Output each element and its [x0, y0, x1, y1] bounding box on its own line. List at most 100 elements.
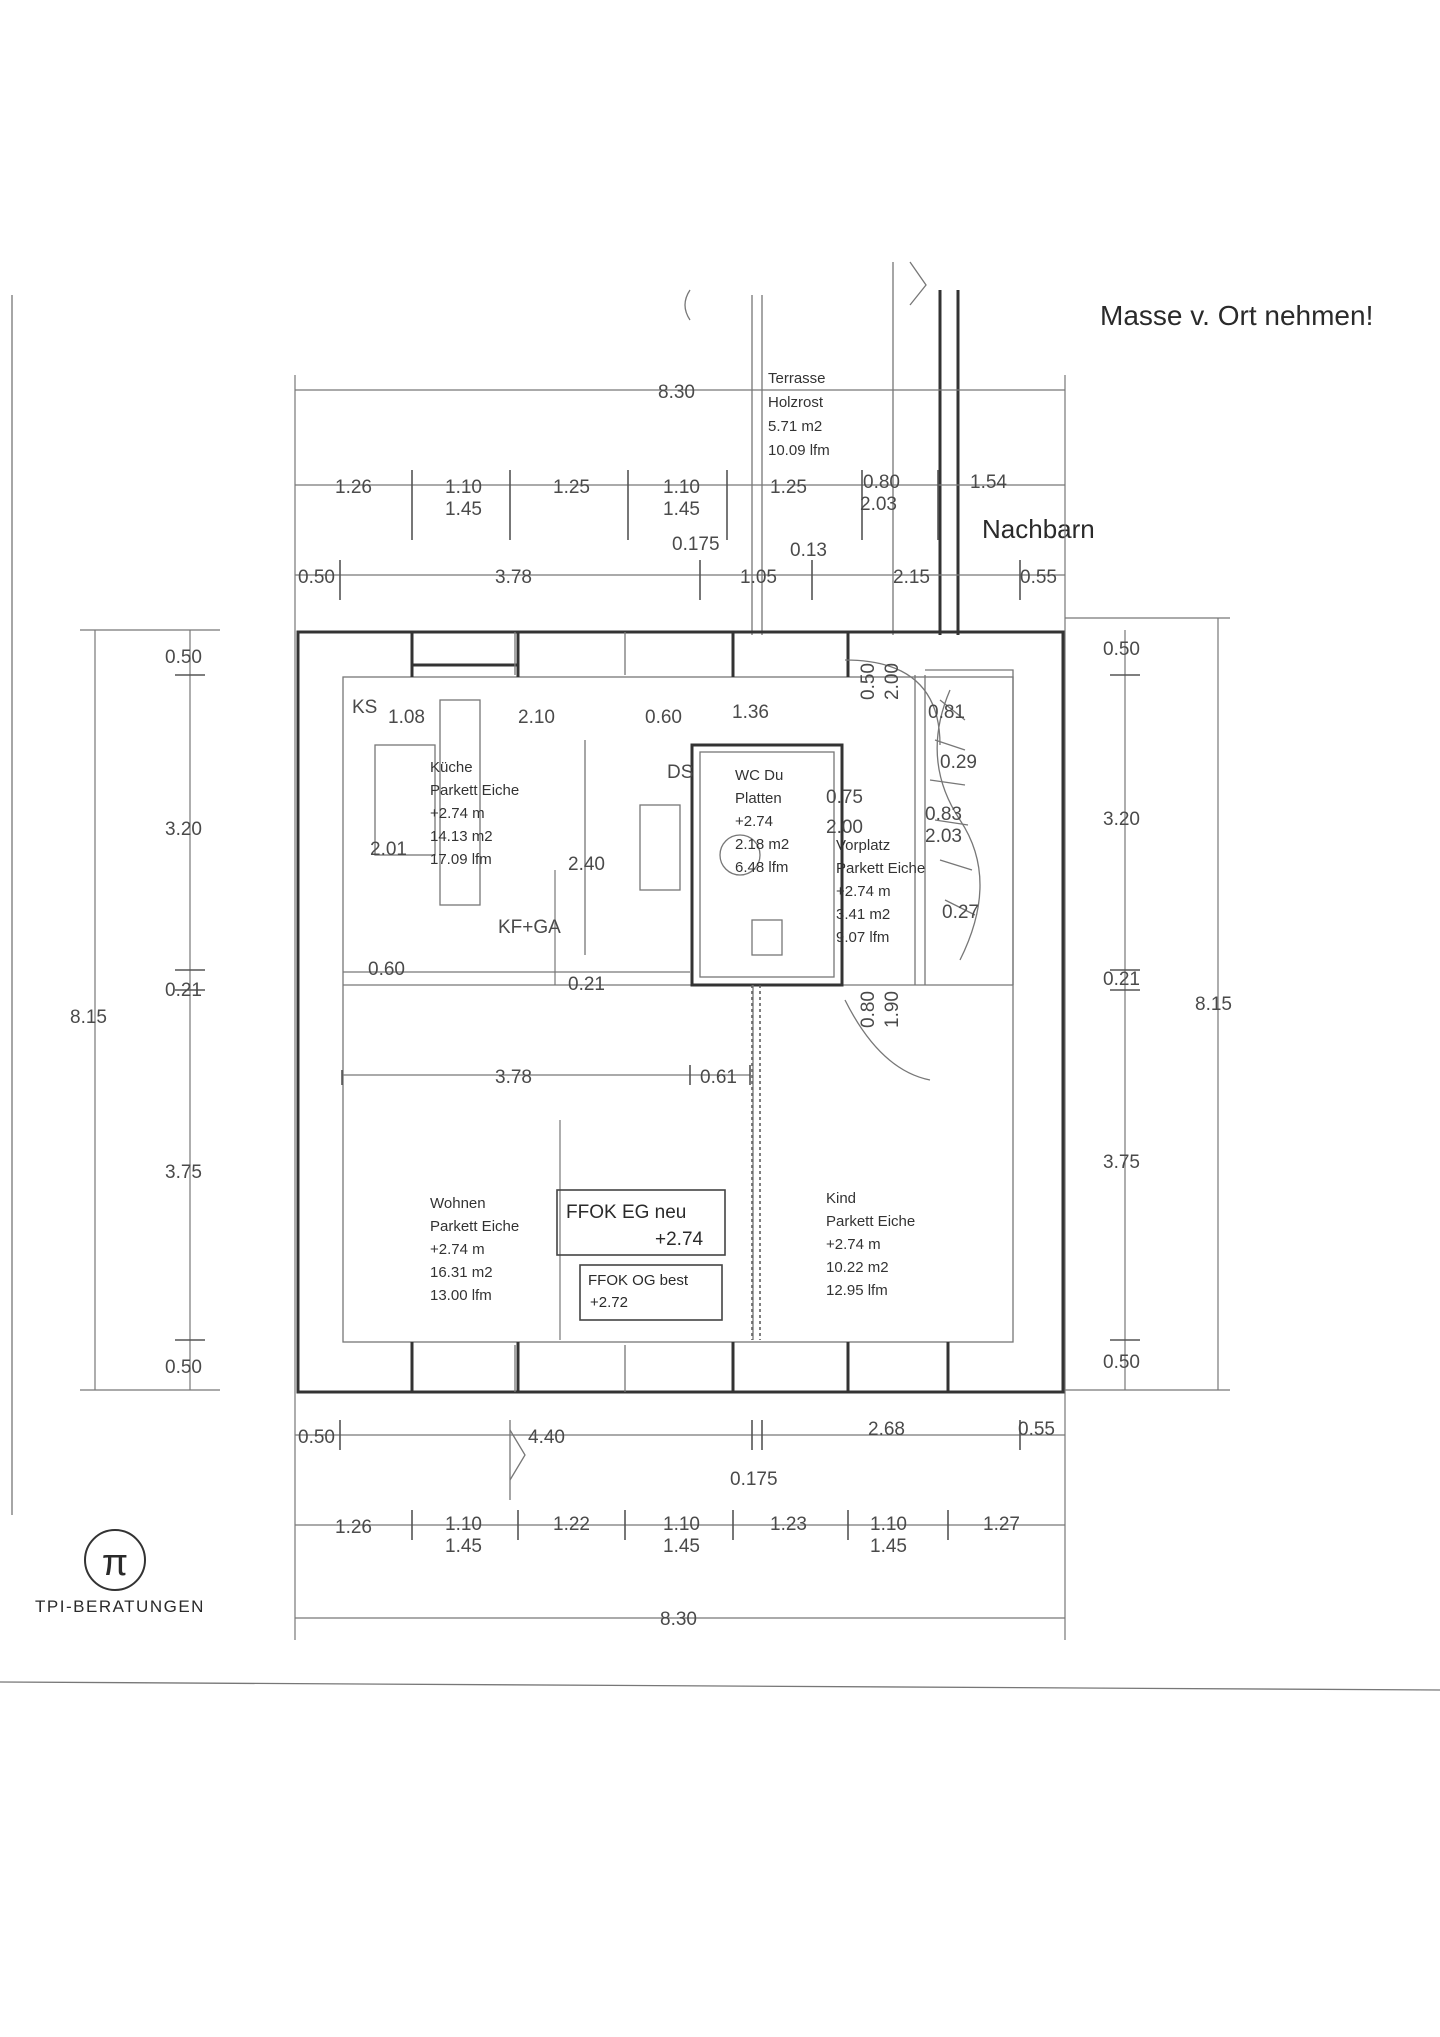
neighbor-label: Nachbarn [982, 514, 1095, 544]
svg-text:2.00: 2.00 [826, 817, 863, 838]
svg-text:Parkett Eiche: Parkett Eiche [430, 782, 519, 799]
room-kitchen: Küche Parkett Eiche +2.74 m 14.13 m2 17.… [430, 759, 519, 868]
dim-top-row2: 1.26 1.10 1.25 1.10 1.25 0.80 1.54 1.45 … [335, 472, 1007, 520]
svg-text:17.09 lfm: 17.09 lfm [430, 851, 492, 868]
svg-text:0.60: 0.60 [368, 959, 405, 980]
svg-text:8.15: 8.15 [70, 1007, 107, 1028]
svg-text:0.50: 0.50 [165, 1357, 202, 1378]
svg-text:0.81: 0.81 [928, 702, 965, 723]
svg-text:Platten: Platten [735, 790, 782, 807]
svg-text:9.07 lfm: 9.07 lfm [836, 929, 889, 946]
svg-text:2.00: 2.00 [882, 663, 903, 700]
svg-text:Kind: Kind [826, 1190, 856, 1207]
svg-text:13.00 lfm: 13.00 lfm [430, 1287, 492, 1304]
svg-text:2.01: 2.01 [370, 839, 407, 860]
outer-walls [296, 630, 1065, 1394]
svg-text:Wohnen: Wohnen [430, 1195, 486, 1212]
svg-text:1.25: 1.25 [553, 477, 590, 498]
svg-text:1.45: 1.45 [663, 499, 700, 520]
svg-text:2.68: 2.68 [868, 1419, 905, 1440]
svg-text:0.60: 0.60 [645, 707, 682, 728]
svg-text:3.78: 3.78 [495, 567, 532, 588]
svg-text:0.55: 0.55 [1020, 567, 1057, 588]
svg-text:1.45: 1.45 [445, 499, 482, 520]
terrace-lines [684, 261, 960, 635]
left-dimensions: 0.50 3.20 0.21 3.75 0.50 8.15 [70, 629, 220, 1391]
svg-text:+2.74: +2.74 [735, 813, 773, 830]
terrace-label: Terrasse Holzrost 5.71 m2 10.09 lfm [768, 370, 830, 459]
svg-text:Holzrost: Holzrost [768, 394, 824, 411]
svg-text:+2.74 m: +2.74 m [430, 1241, 485, 1258]
svg-text:Terrasse: Terrasse [768, 370, 826, 387]
right-dimensions: 0.50 3.20 0.21 3.75 0.50 8.15 [1065, 617, 1232, 1391]
svg-text:0.50: 0.50 [1103, 1352, 1140, 1373]
svg-text:KF+GA: KF+GA [498, 917, 561, 938]
svg-text:3.78: 3.78 [495, 1067, 532, 1088]
svg-text:5.71 m2: 5.71 m2 [768, 418, 822, 435]
svg-text:1.10: 1.10 [445, 477, 482, 498]
note-text: Masse v. Ort nehmen! [1100, 300, 1373, 331]
inner-dimensions: KS 1.08 2.10 0.60 1.36 0.81 2.01 2.40 0.… [352, 663, 979, 1088]
room-living: Wohnen Parkett Eiche +2.74 m 16.31 m2 13… [430, 1195, 519, 1304]
svg-text:3.75: 3.75 [1103, 1152, 1140, 1173]
svg-text:1.90: 1.90 [882, 991, 903, 1028]
svg-text:2.03: 2.03 [925, 826, 962, 847]
svg-text:0.21: 0.21 [165, 980, 202, 1001]
svg-text:FFOK EG neu: FFOK EG neu [566, 1202, 686, 1223]
svg-text:0.80: 0.80 [863, 472, 900, 493]
tpi-logo: π TPI-BERATUNGEN [35, 1529, 205, 1616]
svg-text:2.10: 2.10 [518, 707, 555, 728]
svg-text:8.30: 8.30 [660, 1609, 697, 1630]
svg-text:1.45: 1.45 [870, 1536, 907, 1557]
svg-text:12.95 lfm: 12.95 lfm [826, 1282, 888, 1299]
svg-text:8.15: 8.15 [1195, 994, 1232, 1015]
svg-text:0.50: 0.50 [298, 567, 335, 588]
svg-text:3.20: 3.20 [165, 819, 202, 840]
svg-text:+2.74 m: +2.74 m [836, 883, 891, 900]
svg-text:10.22 m2: 10.22 m2 [826, 1259, 889, 1276]
svg-text:2.40: 2.40 [568, 854, 605, 875]
svg-text:3.41 m2: 3.41 m2 [836, 906, 890, 923]
svg-text:1.54: 1.54 [970, 472, 1007, 493]
svg-text:0.21: 0.21 [1103, 969, 1140, 990]
svg-text:1.45: 1.45 [445, 1536, 482, 1557]
svg-text:+2.74 m: +2.74 m [430, 805, 485, 822]
svg-text:Küche: Küche [430, 759, 473, 776]
svg-text:0.13: 0.13 [790, 540, 827, 561]
svg-text:10.09 lfm: 10.09 lfm [768, 442, 830, 459]
svg-text:0.55: 0.55 [1018, 1419, 1055, 1440]
svg-text:0.50: 0.50 [858, 663, 879, 700]
svg-text:Parkett Eiche: Parkett Eiche [430, 1218, 519, 1235]
svg-text:0.50: 0.50 [298, 1427, 335, 1448]
svg-text:1.10: 1.10 [663, 1514, 700, 1535]
svg-text:2.15: 2.15 [893, 567, 930, 588]
svg-text:1.25: 1.25 [770, 477, 807, 498]
ffok-eg-box: FFOK EG neu +2.74 [556, 1189, 726, 1256]
svg-text:DS: DS [667, 762, 693, 783]
svg-text:0.50: 0.50 [1103, 639, 1140, 660]
svg-text:1.10: 1.10 [870, 1514, 907, 1535]
room-wc: WC Du Platten +2.74 2.18 m2 6.48 lfm [735, 767, 789, 876]
room-child: Kind Parkett Eiche +2.74 m 10.22 m2 12.9… [826, 1190, 915, 1299]
svg-text:0.27: 0.27 [942, 902, 979, 923]
svg-text:WC Du: WC Du [735, 767, 783, 784]
svg-text:1.10: 1.10 [445, 1514, 482, 1535]
room-hall: Vorplatz Parkett Eiche +2.74 m 3.41 m2 9… [836, 837, 925, 946]
svg-text:4.40: 4.40 [528, 1427, 565, 1448]
dim-top-row3: 0.50 3.78 1.05 2.15 0.55 0.175 0.13 [298, 534, 1057, 588]
ffok-og-box: FFOK OG best +2.72 [579, 1264, 723, 1321]
svg-text:3.20: 3.20 [1103, 809, 1140, 830]
svg-text:2.03: 2.03 [860, 494, 897, 515]
svg-text:1.08: 1.08 [388, 707, 425, 728]
svg-text:+2.74 m: +2.74 m [826, 1236, 881, 1253]
svg-text:Vorplatz: Vorplatz [836, 837, 890, 854]
svg-text:+2.74: +2.74 [655, 1229, 704, 1250]
svg-text:TPI-BERATUNGEN: TPI-BERATUNGEN [35, 1597, 205, 1616]
svg-text:0.175: 0.175 [730, 1469, 778, 1490]
svg-text:16.31 m2: 16.31 m2 [430, 1264, 493, 1281]
pi-symbol: π [102, 1542, 128, 1584]
svg-text:0.175: 0.175 [672, 534, 720, 555]
svg-text:FFOK OG best: FFOK OG best [588, 1272, 689, 1289]
svg-text:0.61: 0.61 [700, 1067, 737, 1088]
